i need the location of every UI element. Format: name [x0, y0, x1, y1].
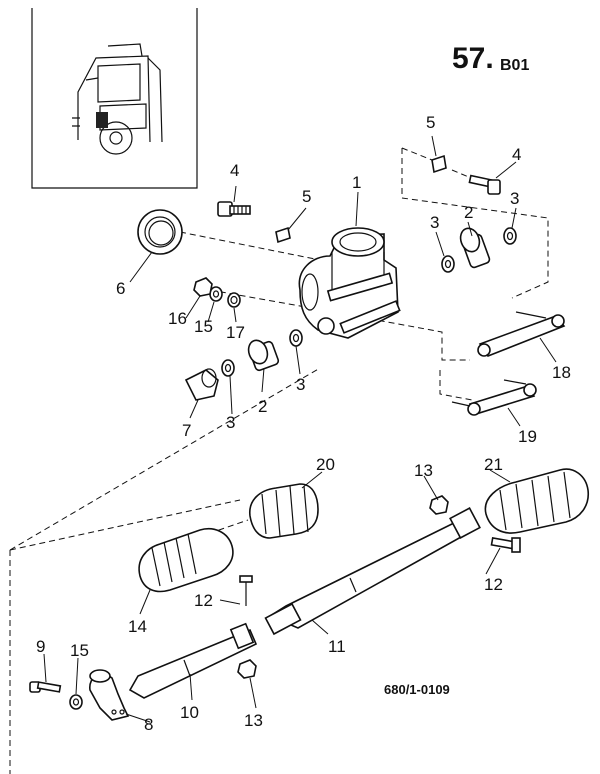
- label-part-11: 11: [328, 637, 346, 656]
- label-part-12-a: 12: [194, 591, 213, 610]
- label-part-7: 7: [182, 421, 191, 440]
- label-part-2-top: 2: [464, 203, 473, 222]
- part-labels: 1 2 2 3 3 3 3 4 4 5 5 6 7 8 9 10 11 12 1…: [36, 113, 571, 734]
- label-part-5-a: 5: [302, 187, 311, 206]
- part-19-link: [451, 379, 537, 416]
- part-21-boot: [484, 468, 590, 534]
- label-part-21: 21: [484, 455, 503, 474]
- part-17-washer: [227, 292, 241, 308]
- label-part-4-b: 4: [512, 145, 521, 164]
- label-part-20: 20: [316, 455, 335, 474]
- part-9-bolt: [29, 681, 62, 693]
- label-part-3-a: 3: [430, 213, 439, 232]
- part-4-bolts: [217, 174, 501, 217]
- label-part-19: 19: [518, 427, 537, 446]
- label-part-18: 18: [552, 363, 571, 382]
- page-sub-code: B01: [500, 57, 529, 74]
- part-3-washers: [221, 227, 517, 377]
- label-part-4-a: 4: [230, 161, 239, 180]
- label-part-12-b: 12: [484, 575, 503, 594]
- label-part-9: 9: [36, 637, 45, 656]
- part-20-boot: [249, 483, 319, 539]
- part-8-steering-arm: [89, 669, 130, 721]
- label-part-3-c: 3: [296, 375, 305, 394]
- part-2-bushings: [247, 227, 491, 372]
- label-part-3-b: 3: [510, 189, 519, 208]
- label-part-16: 16: [168, 309, 187, 328]
- part-5-clips: [275, 154, 447, 244]
- label-part-13-a: 13: [414, 461, 433, 480]
- label-part-2-bottom: 2: [258, 397, 267, 416]
- part-14-boot: [138, 528, 234, 593]
- part-13-nuts: [237, 495, 449, 679]
- part-1-housing: [298, 227, 401, 339]
- label-part-17: 17: [226, 323, 245, 342]
- truck-location-thumbnail: [31, 8, 198, 189]
- label-part-8: 8: [144, 715, 153, 734]
- part-12-bolts: [239, 537, 521, 606]
- label-part-13-b: 13: [244, 711, 263, 730]
- label-part-3-d: 3: [226, 413, 235, 432]
- part-11-shaft: [264, 507, 481, 636]
- part-6-seal-ring: [137, 209, 183, 255]
- label-part-14: 14: [128, 617, 147, 636]
- label-part-15-b: 15: [70, 641, 89, 660]
- page-code: 57.: [452, 42, 494, 75]
- part-7-cone-bush: [184, 368, 219, 401]
- label-part-5-b: 5: [426, 113, 435, 132]
- label-part-6: 6: [116, 279, 125, 298]
- part-18-link: [477, 311, 566, 357]
- drawing-reference: 680/1-0109: [384, 682, 450, 697]
- part-15-nuts: [69, 286, 223, 710]
- part-16-nut: [193, 277, 213, 297]
- part-10-tie-rod: [128, 622, 258, 699]
- leader-lines: [43, 135, 557, 723]
- page-title: 57. B01: [452, 42, 529, 75]
- label-part-15-a: 15: [194, 317, 213, 336]
- label-part-10: 10: [180, 703, 199, 722]
- label-part-1: 1: [352, 173, 361, 192]
